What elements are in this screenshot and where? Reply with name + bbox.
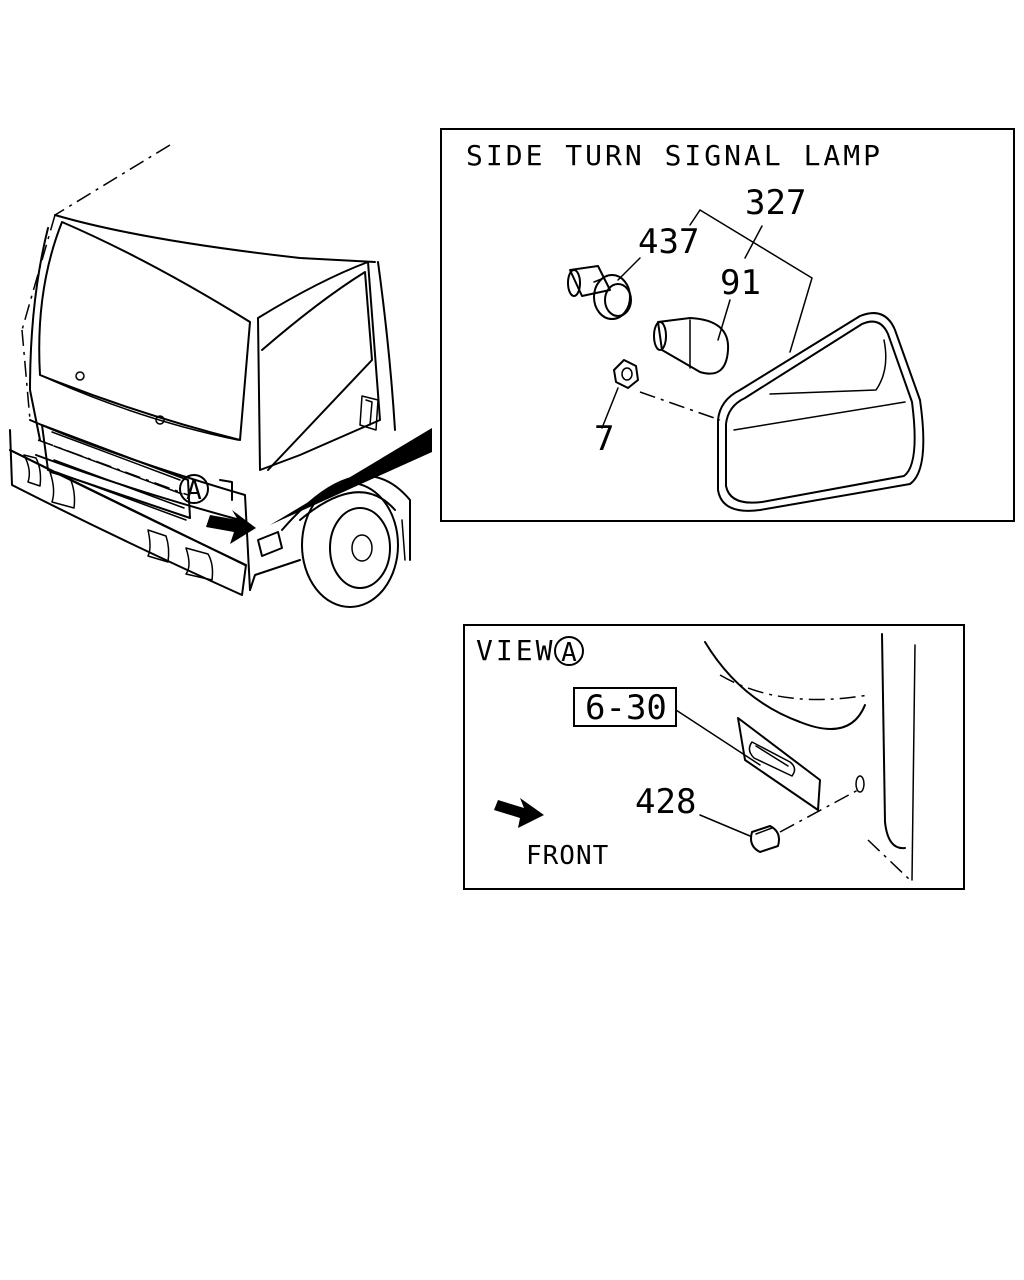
detail-box-title: SIDE TURN SIGNAL LAMP (466, 139, 883, 172)
view-direction-arrow (206, 510, 256, 544)
view-a-title: VIEW (476, 634, 555, 667)
view-a-marker-letter: A (186, 476, 202, 506)
side-turn-signal-detail-box: SIDE TURN SIGNAL LAMP 327 437 91 7 (440, 128, 1015, 522)
view-a-marker-circle (179, 474, 209, 504)
view-a-box: VIEW A 6-30 428 FRONT (463, 624, 965, 890)
callout-437: 437 (638, 222, 699, 262)
callout-327: 327 (745, 183, 806, 223)
view-a-title-letter: A (561, 638, 577, 668)
callout-428: 428 (635, 782, 696, 822)
nut-part (613, 359, 639, 389)
front-direction-label: FRONT (526, 841, 609, 871)
callout-91: 91 (720, 263, 761, 303)
grommet-part-428 (750, 825, 780, 853)
turn-signal-lens-part (717, 312, 925, 512)
front-arrow-icon (494, 798, 544, 828)
callout-7: 7 (594, 419, 614, 459)
bulb-socket-part (567, 265, 632, 320)
bulb-part (653, 317, 730, 375)
reference-label: 6-30 (585, 688, 667, 728)
reference-box (573, 687, 677, 727)
truck-cab-illustration: A (9, 144, 432, 608)
